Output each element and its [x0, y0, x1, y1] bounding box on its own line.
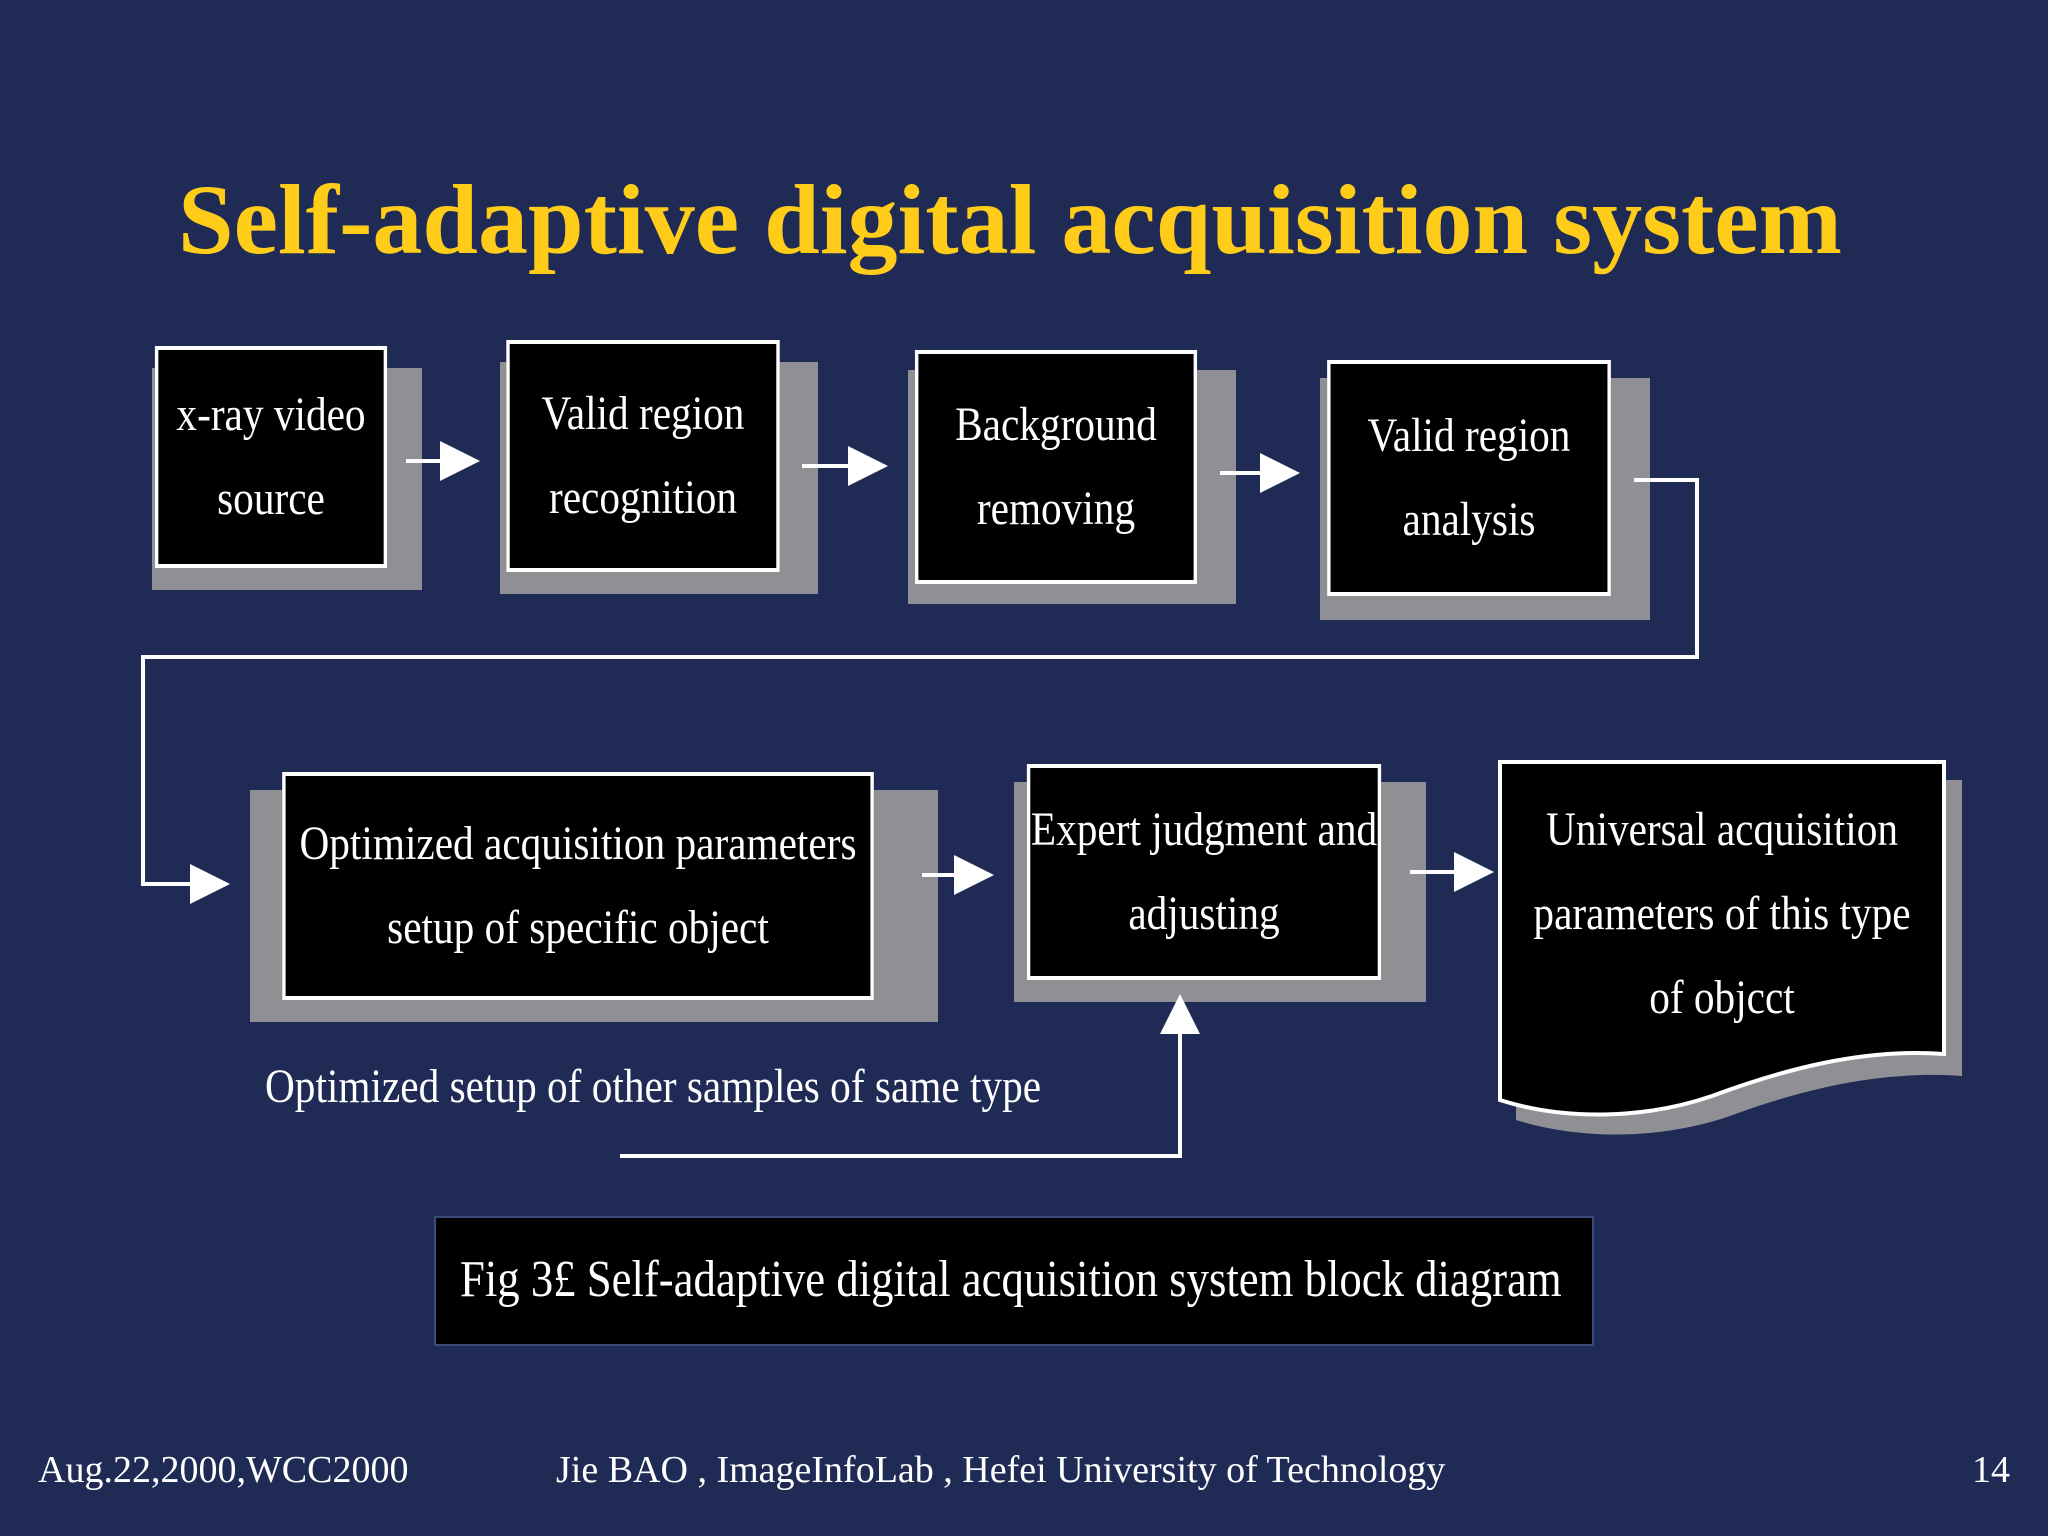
- page-number: 14: [1972, 1449, 2010, 1491]
- step-label: of objcct: [1649, 971, 1795, 1024]
- step-label: setup of specific object: [387, 901, 769, 954]
- step-label: Universal acquisition: [1546, 803, 1898, 856]
- step-label: analysis: [1402, 493, 1536, 546]
- feedback-connector: [620, 994, 1200, 1158]
- caption-box: [434, 1216, 1594, 1346]
- feedback-label: Optimized setup of other samples of same…: [265, 1060, 1042, 1113]
- step-valid-region-analysis: Valid region analysis: [1327, 360, 1611, 596]
- wrap-connector: [141, 478, 1699, 904]
- step-label: recognition: [548, 471, 737, 524]
- step-label: Expert judgment and: [1030, 803, 1378, 856]
- step-background-removing: Background removing: [914, 350, 1198, 584]
- step-label: Background: [955, 398, 1157, 451]
- step-label: Valid region: [1367, 409, 1571, 462]
- step-expert-judgment: Expert judgment and adjusting: [1026, 764, 1382, 980]
- footer-author: Jie BAO , ImageInfoLab , Hefei Universit…: [556, 1449, 1446, 1491]
- document-shape: [1498, 760, 1946, 1117]
- step-universal-acquisition-parameters: Universal acquisition parameters of this…: [1531, 788, 1913, 1040]
- figure-caption: Fig 3£ Self-adaptive digital acquisition…: [460, 1251, 1562, 1308]
- slide-title: Self-adaptive digital acquisition system: [178, 164, 1842, 275]
- step-optimized-acquisition-parameters: Optimized acquisition parameters setup of…: [282, 772, 874, 1000]
- step-label: removing: [976, 482, 1136, 535]
- step-label: adjusting: [1128, 887, 1280, 940]
- step-label: Valid region: [541, 387, 745, 440]
- step-valid-region-recognition: Valid region recognition: [506, 340, 780, 572]
- step-label: parameters of this type: [1533, 887, 1911, 940]
- step-label: Optimized acquisition parameters: [299, 817, 857, 870]
- step-xray-video-source: x-ray video source: [154, 346, 388, 568]
- step-label: x-ray video: [176, 388, 366, 441]
- footer-date-conference: Aug.22,2000,WCC2000: [38, 1449, 409, 1491]
- step-label: source: [217, 472, 325, 525]
